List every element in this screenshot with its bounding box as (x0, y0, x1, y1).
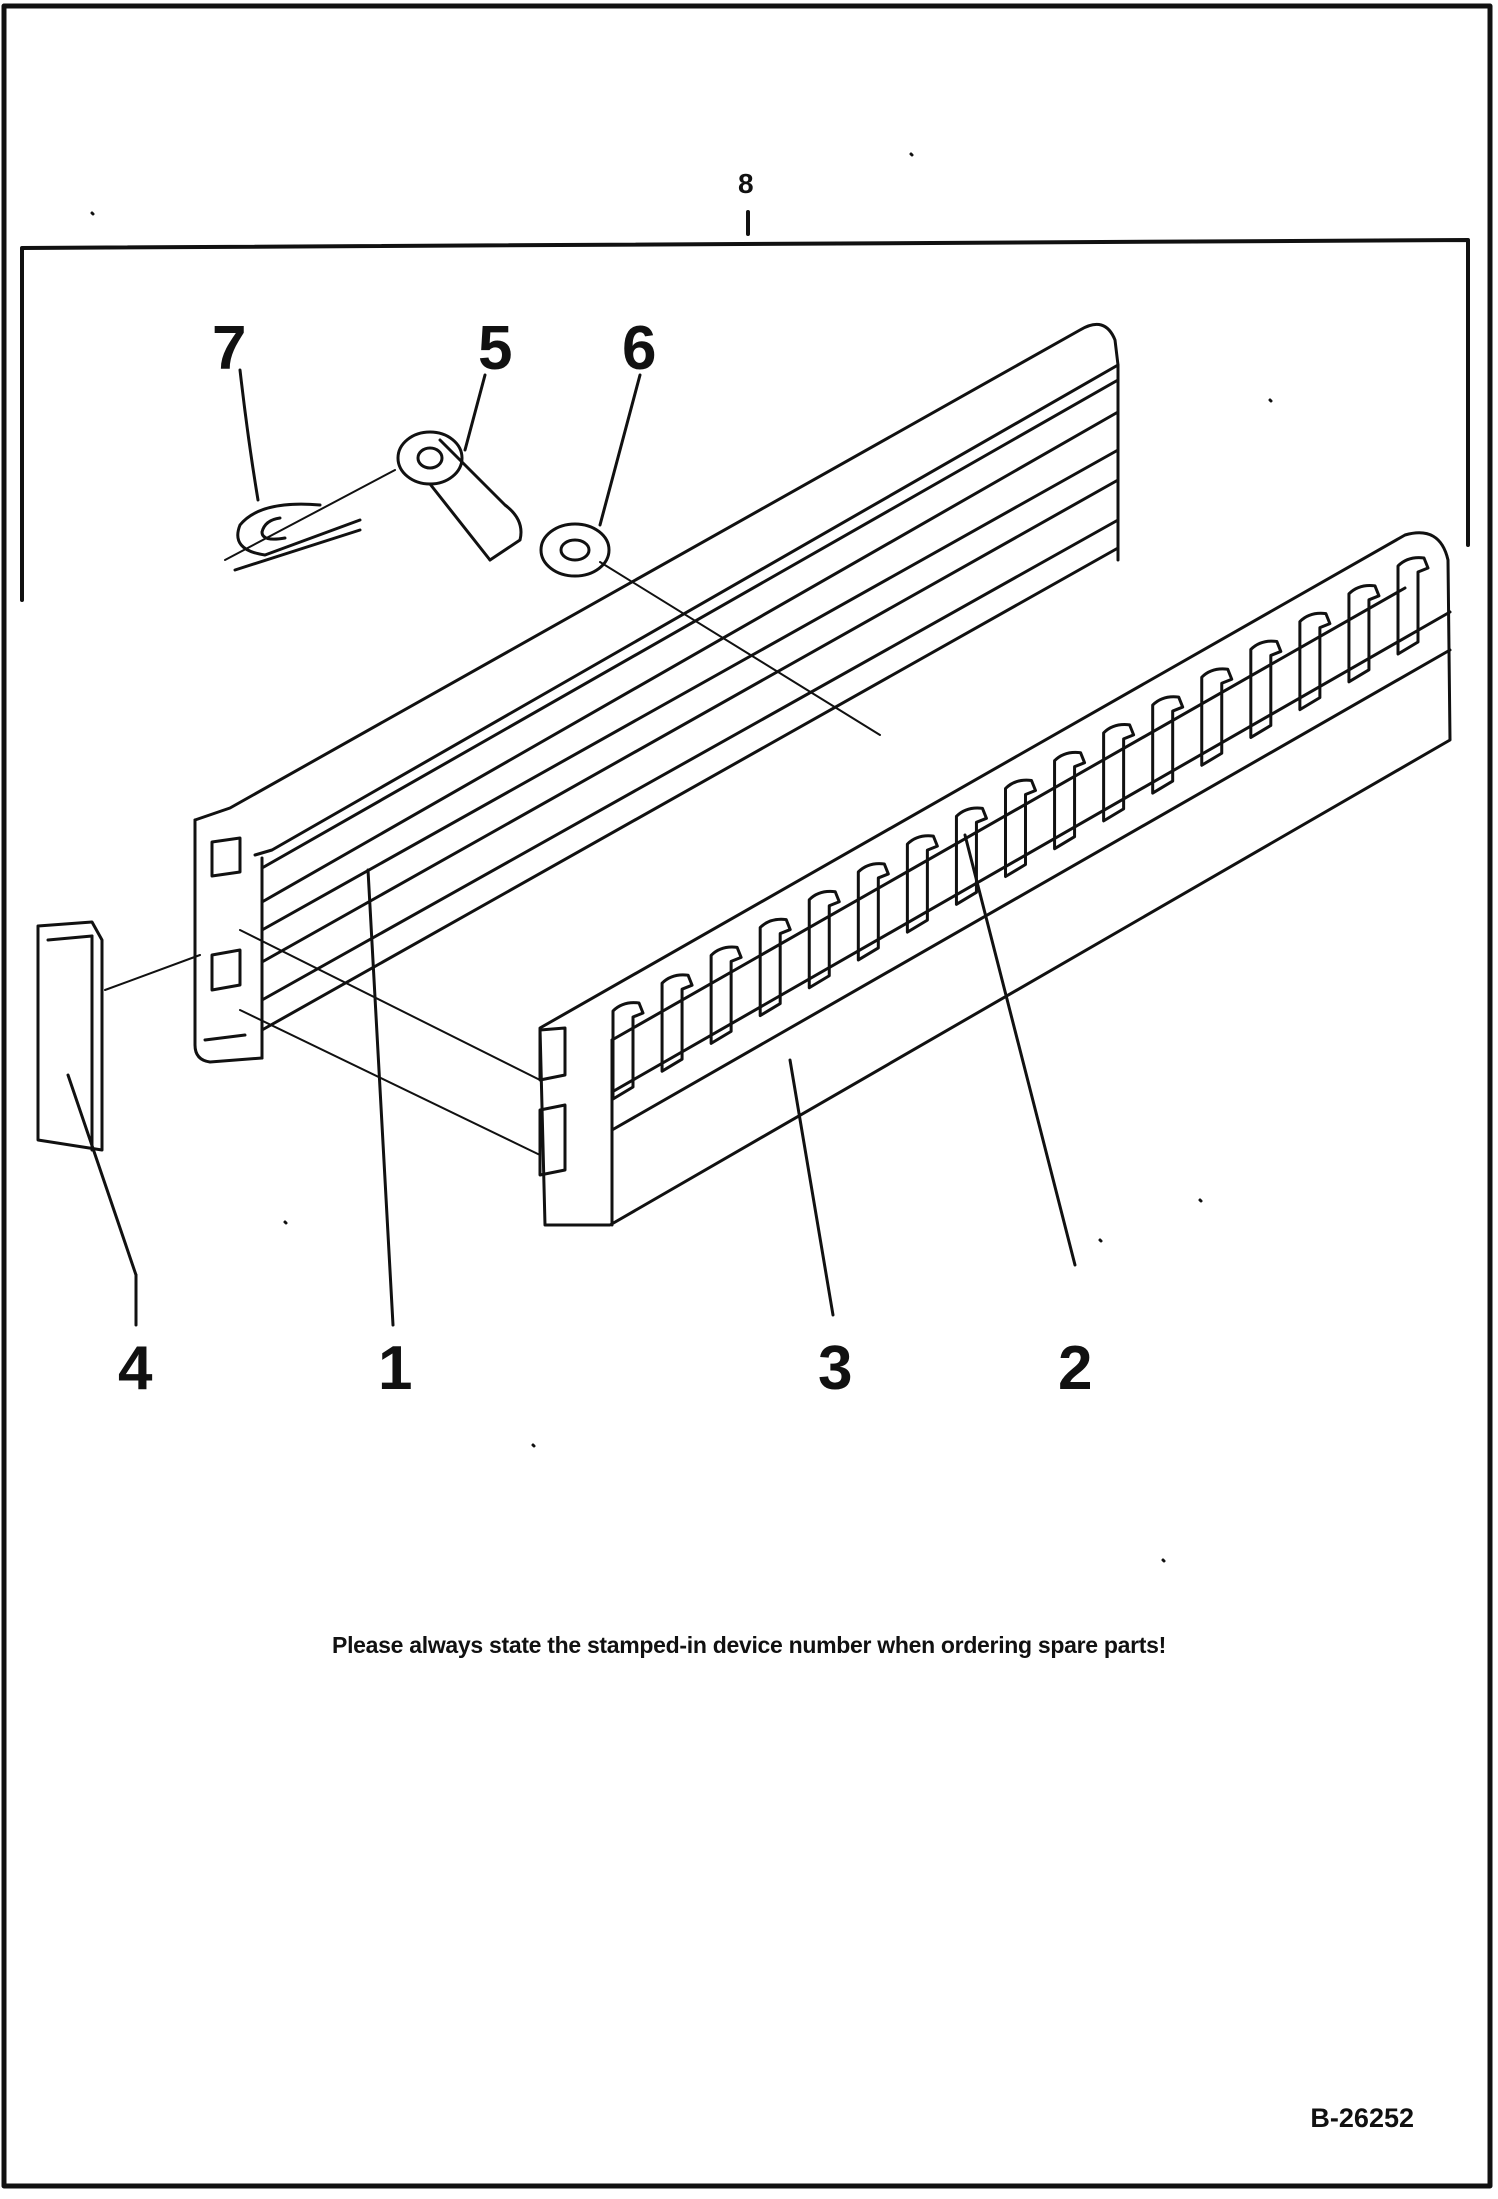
bar-tooth (1249, 639, 1283, 739)
callout-7: 7 (212, 314, 247, 383)
bar-teeth (611, 556, 1430, 1101)
bar-tooth (954, 806, 988, 906)
page-border (1, 3, 1493, 2189)
notched-bar-part (538, 531, 1452, 1227)
leader-lines (66, 368, 1077, 1327)
ordering-note: Please always state the stamped-in devic… (332, 1632, 1166, 1658)
bar-tooth (1347, 584, 1381, 684)
long-profile-part (193, 322, 1120, 1064)
bar-tooth (807, 889, 841, 990)
figure-reference: B-26252 (1310, 2103, 1414, 2133)
bar-tooth (1151, 695, 1185, 795)
bar-tooth (1200, 667, 1234, 767)
bar-tooth (1396, 556, 1430, 656)
bar-tooth (1053, 750, 1087, 851)
callout-5: 5 (478, 314, 513, 383)
bar-tooth (758, 917, 792, 1018)
callout-3: 3 (818, 1334, 853, 1403)
assembly-bracket (20, 238, 1470, 602)
bar-tooth (1102, 723, 1136, 823)
cotter-pin-part (233, 502, 362, 572)
bar-tooth (1298, 611, 1332, 712)
callout-4: 4 (118, 1334, 153, 1403)
washer-part (539, 522, 611, 578)
end-cap-part (36, 920, 104, 1152)
bar-tooth (856, 862, 890, 962)
pin-part (396, 430, 523, 562)
explosion-lines (104, 469, 881, 1156)
scan-specks (90, 152, 1273, 1563)
callout-8: 8 (738, 168, 754, 199)
callout-2: 2 (1058, 1334, 1093, 1403)
callout-1: 1 (378, 1334, 413, 1403)
bar-tooth (905, 834, 939, 934)
bar-tooth (709, 945, 743, 1045)
bar-tooth (1004, 778, 1037, 878)
bar-tooth (660, 973, 694, 1073)
callout-6: 6 (622, 314, 657, 383)
bar-tooth (611, 1001, 645, 1101)
